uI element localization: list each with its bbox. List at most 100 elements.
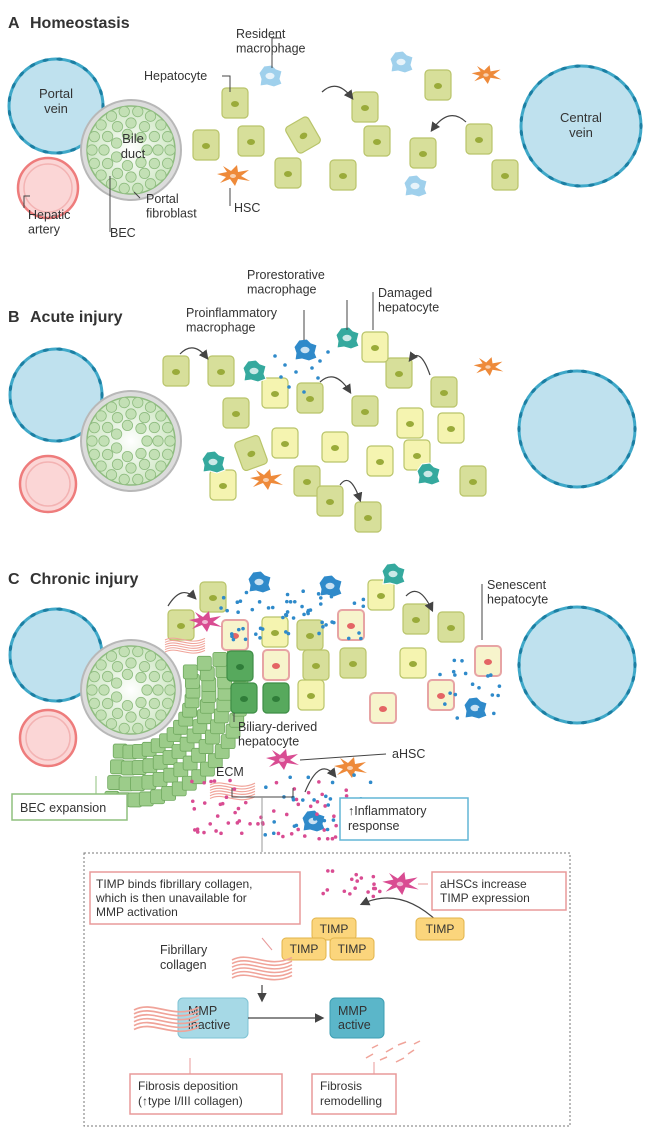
macrophage <box>389 50 414 74</box>
endothelial-nucleus <box>56 699 63 703</box>
endothelial-nucleus <box>30 613 36 618</box>
hepatocyte-cell <box>271 427 299 459</box>
ahsc-label: aHSC <box>392 747 425 761</box>
nucleus <box>312 663 320 669</box>
cytokine-dot <box>219 606 223 610</box>
nucleus <box>265 72 275 80</box>
hepatocyte-cell <box>162 355 190 387</box>
hepatocyte-cell <box>337 609 365 641</box>
collagen-fibres <box>231 956 293 981</box>
endothelial-nucleus <box>523 635 528 641</box>
cytokine-dot <box>225 608 229 613</box>
label-line: Homeostasis <box>30 15 130 32</box>
label-line: vein <box>569 125 593 140</box>
arrow <box>339 479 363 503</box>
bec-cell <box>105 178 118 190</box>
endothelial-nucleus <box>98 638 102 645</box>
bec-cell <box>141 144 153 156</box>
mmp-active-box <box>329 997 385 1039</box>
nucleus <box>485 365 491 369</box>
bec-cell <box>162 157 174 169</box>
bec-cell <box>125 408 137 420</box>
bile-duct <box>80 390 182 492</box>
fibre <box>164 640 206 645</box>
cytokine-dot <box>323 794 328 799</box>
bec-cell <box>162 697 174 709</box>
panel-title: Acute injury <box>30 309 123 326</box>
bec-cell <box>138 121 151 133</box>
hepatocyte-label: Hepatocyte <box>144 69 207 83</box>
bec-label: BEC <box>110 226 136 240</box>
cytokine-dot <box>451 669 456 674</box>
fibre <box>209 782 256 787</box>
cytokine-dot <box>312 817 317 821</box>
label-line: TIMP <box>290 942 319 956</box>
endothelial-nucleus <box>580 369 588 374</box>
label-line: macrophage <box>247 282 317 296</box>
nucleus <box>240 696 248 702</box>
nucleus <box>388 570 398 578</box>
hepatocyte-cell <box>261 616 289 648</box>
cytokine-dot <box>236 627 241 632</box>
nucleus <box>483 73 489 77</box>
label-line: TIMP <box>320 922 349 936</box>
cytokine-dot <box>202 830 206 835</box>
bec-cell <box>88 131 100 143</box>
endothelial-nucleus <box>517 425 521 433</box>
cytokine-dot <box>264 785 268 790</box>
nucleus <box>232 411 240 417</box>
endothelial-nucleus <box>588 65 595 69</box>
hepatocyte-cell <box>409 137 437 169</box>
endothelial-nucleus <box>531 387 537 394</box>
bec-cell <box>98 144 110 156</box>
nucleus <box>263 478 269 482</box>
label-line: Senescent <box>487 578 547 592</box>
bec-cell <box>132 722 144 735</box>
bec-cell <box>88 697 100 709</box>
cytokine-dot <box>323 804 327 808</box>
nucleus <box>349 661 357 667</box>
hepatocyte-cell <box>237 125 265 157</box>
endothelial-nucleus <box>541 615 547 620</box>
artery-wall <box>18 454 78 514</box>
bec-cell <box>95 410 107 422</box>
cytokine-dot <box>463 671 468 676</box>
cytokine-dot <box>496 693 500 698</box>
bec-cell <box>141 684 153 696</box>
cytokine-dot <box>289 831 294 836</box>
cytokine-dot <box>317 780 321 784</box>
nucleus <box>254 578 264 586</box>
endothelial-nucleus <box>523 689 528 695</box>
bec-cell <box>86 684 98 696</box>
nucleus <box>364 515 372 521</box>
cytokine-dot <box>316 376 320 380</box>
cytokine-dot <box>294 797 299 802</box>
nucleus <box>371 345 379 351</box>
endothelial-nucleus <box>19 135 25 141</box>
cytokine-dot <box>238 599 243 603</box>
timp-label: TIMP <box>320 922 349 936</box>
stellate-cell <box>250 469 283 490</box>
stellate-cell <box>217 165 250 186</box>
cytokine-dot <box>357 631 361 635</box>
stellate-cell <box>189 611 222 632</box>
hepatocyte-cell <box>209 469 237 501</box>
cytokine-dot <box>209 779 213 784</box>
endothelial-nucleus <box>537 79 543 85</box>
endothelial-nucleus <box>11 123 16 130</box>
cytokine-dot <box>326 869 330 873</box>
hepatic-artery <box>18 454 78 514</box>
fibre <box>133 1025 200 1033</box>
endothelial-nucleus <box>7 109 12 117</box>
endothelial-nucleus <box>11 82 16 89</box>
bec-cell <box>155 709 167 721</box>
macrophage <box>416 462 441 486</box>
cytokine-dot <box>284 630 288 634</box>
cytokine-dot <box>281 834 285 839</box>
cytokine-dot <box>287 385 291 389</box>
endothelial-nucleus <box>574 64 581 68</box>
nucleus <box>172 369 180 375</box>
bec-cell <box>152 144 164 156</box>
nucleus <box>484 659 492 665</box>
